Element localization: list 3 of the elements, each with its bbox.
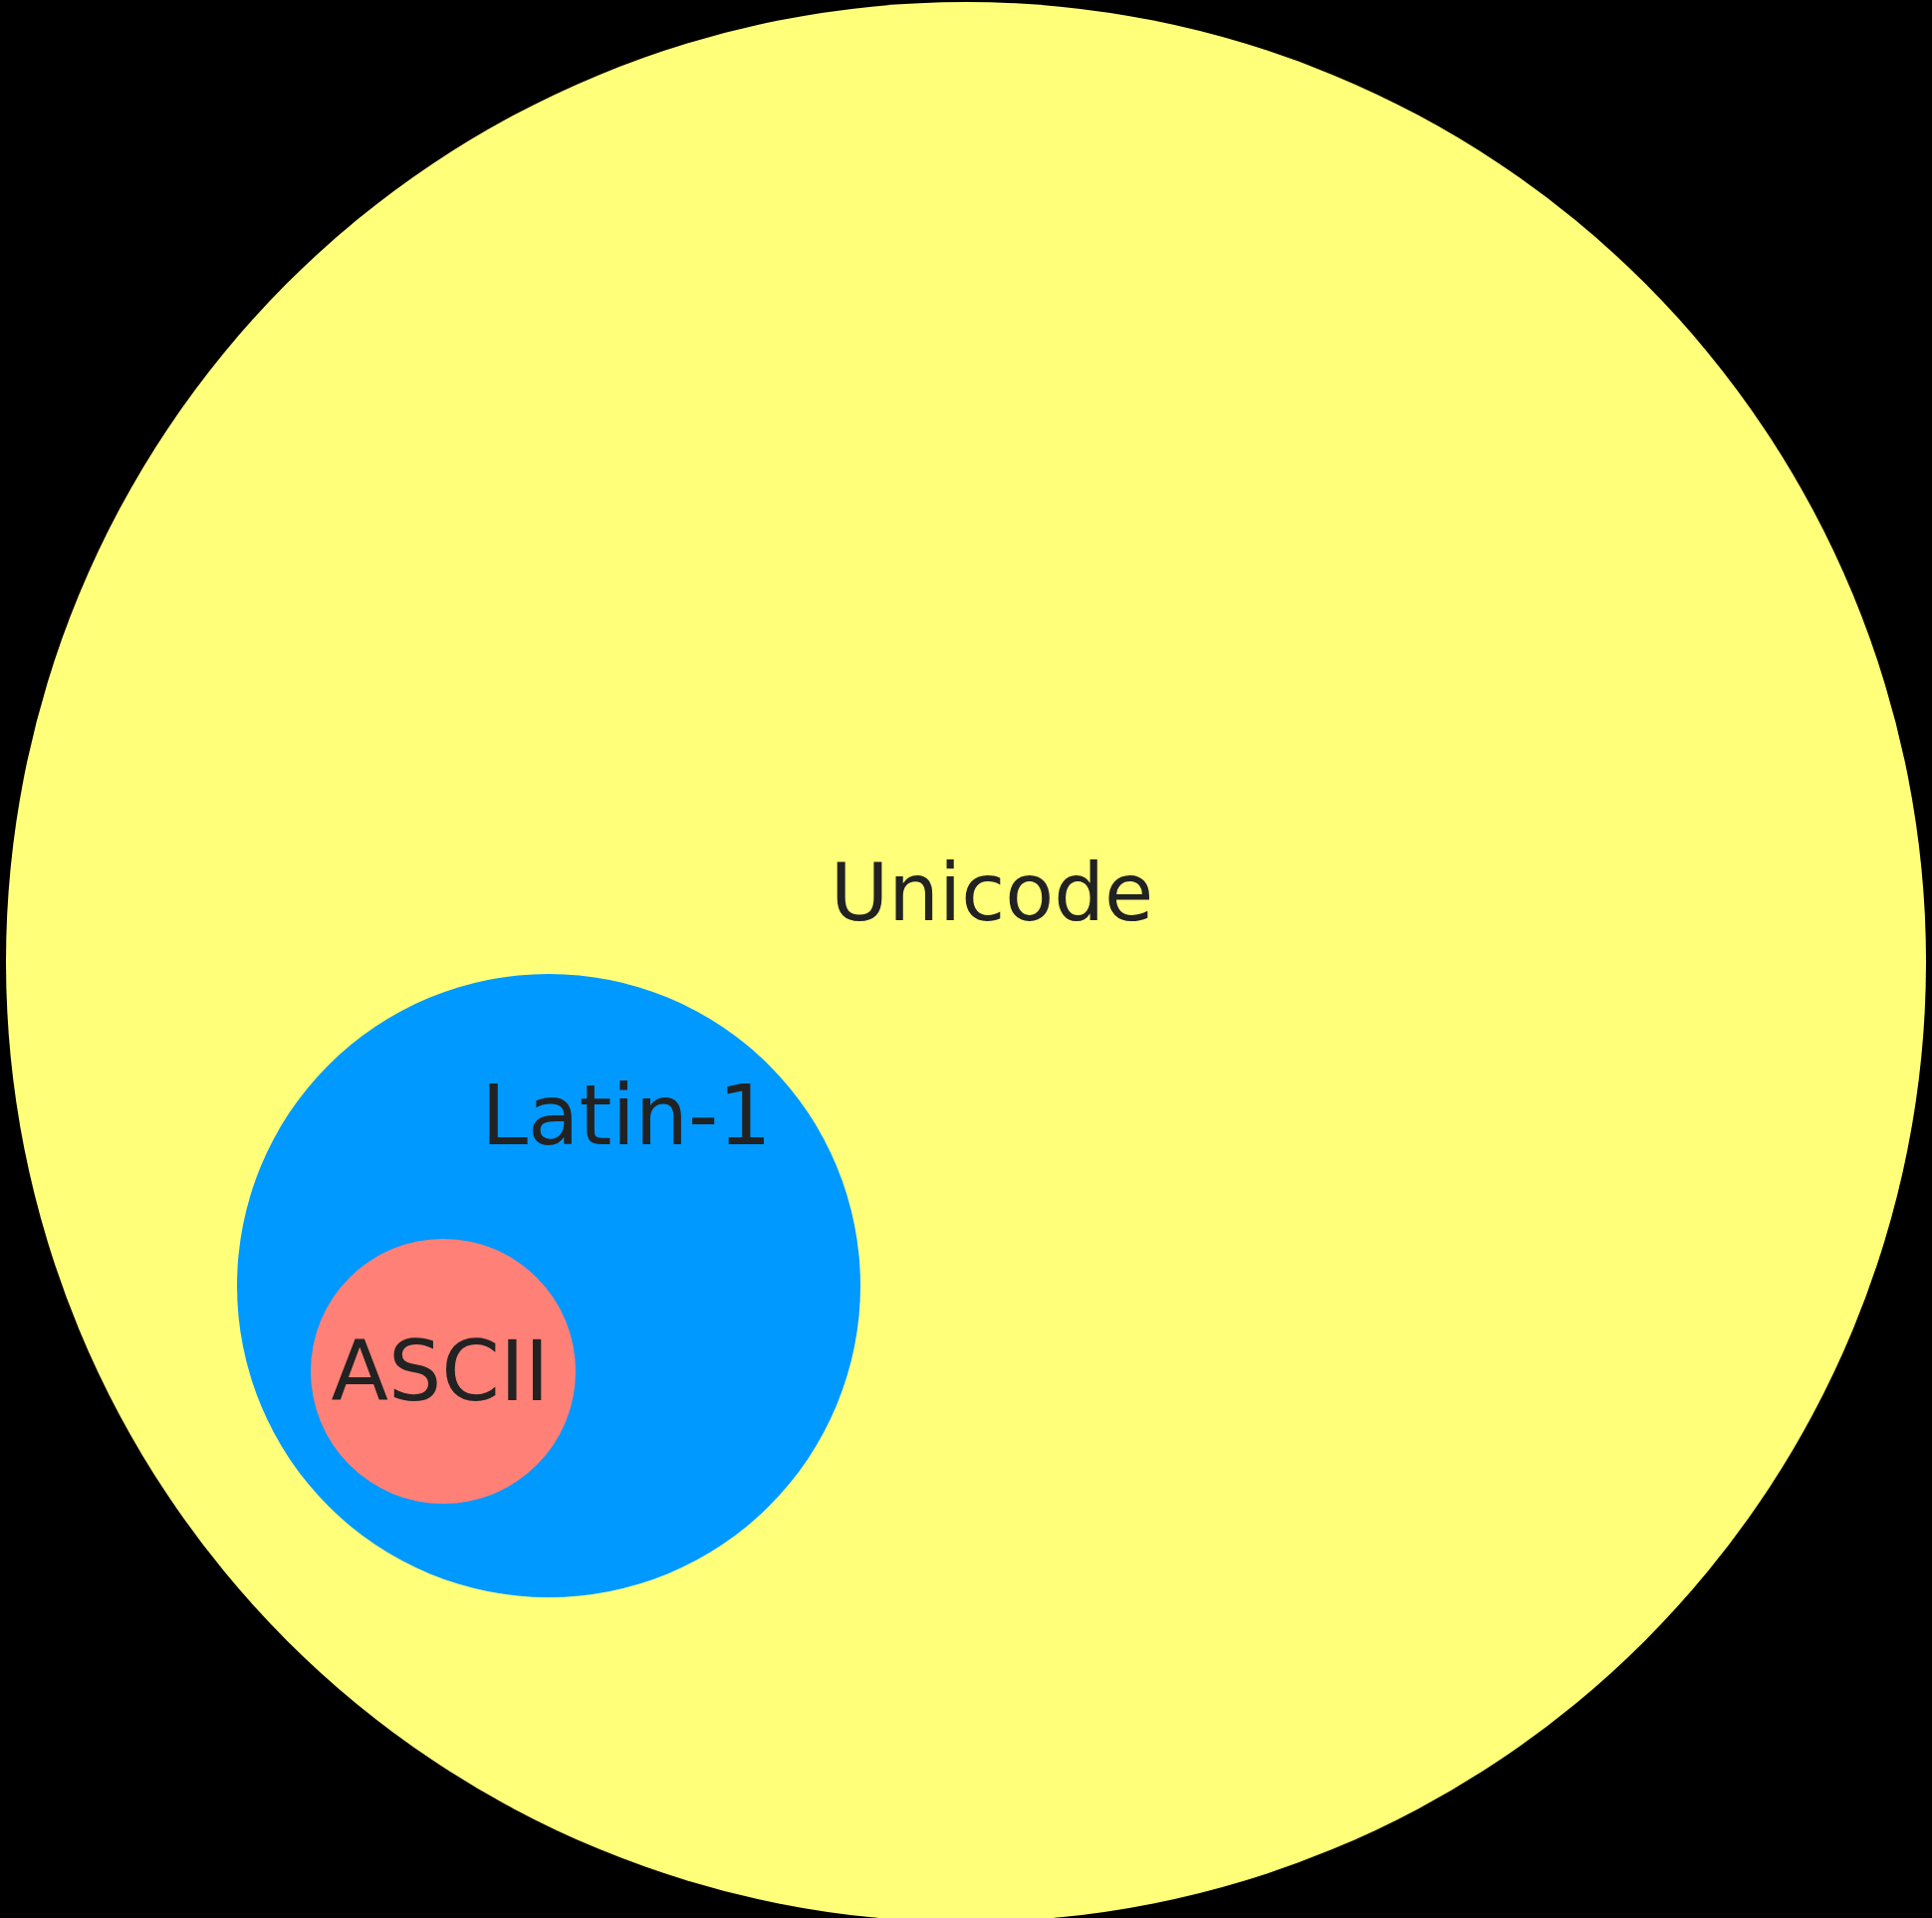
set-label: Unicode (830, 853, 1154, 933)
set-label: ASCII (331, 1329, 550, 1413)
set-label: Latin-1 (481, 1074, 772, 1157)
